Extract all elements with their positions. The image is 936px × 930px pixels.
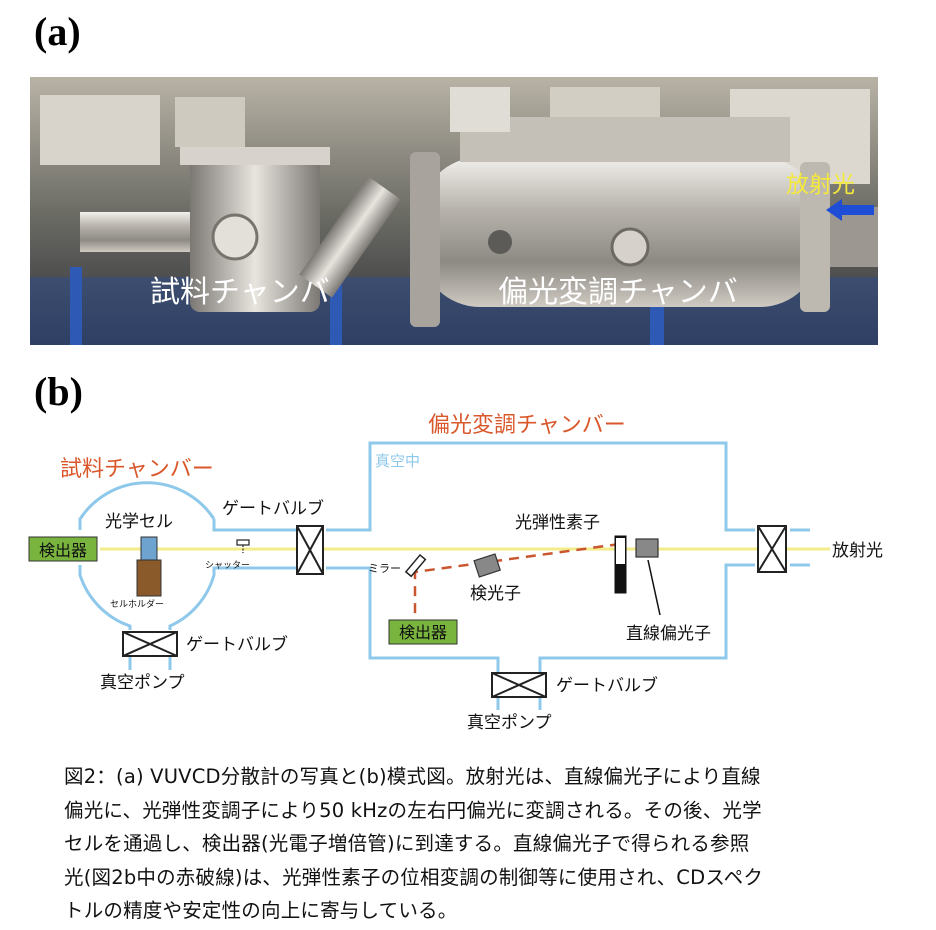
panel-a-label: (a) (34, 9, 81, 54)
optical-cell-label: 光学セル (105, 512, 173, 532)
detector-left-box (28, 536, 98, 562)
gate-valve-bottom-right-label: ゲートバルブ (556, 675, 658, 696)
blue-frame (70, 267, 82, 345)
viewport (488, 230, 512, 254)
cell-holder (136, 559, 162, 597)
gate-valve-top-label: ゲートバルブ (222, 498, 324, 519)
photoelastic-element (614, 535, 627, 594)
top-cap (450, 87, 510, 132)
equipment-rack (175, 97, 245, 147)
analyzer-label: 検光子 (470, 584, 521, 604)
cell-holder-label: セルホルダー (110, 598, 164, 610)
arrow-shaft (840, 205, 874, 215)
caption-line: 図2：(a) VUVCD分散計の写真と(b)模式図。放射光は、直線偏光子により直… (64, 765, 761, 788)
detector-lower-box (388, 619, 458, 645)
caption-line: セルを通過し、検出器(光電子増倍管)に到達する。直線偏光子で得られる参照 (64, 832, 750, 855)
arrow-head (826, 199, 842, 221)
gate-valve-right-main (757, 525, 787, 573)
polarizer-pointer (647, 559, 661, 616)
linear-polarizer-element (635, 538, 659, 558)
sample-chamber-outline (78, 481, 296, 630)
caption-line: 偏光に、光弾性変調子により50 kHzの左右円偏光に変調される。その後、光学 (64, 798, 762, 822)
apparatus-photo: 試料チャンバ 偏光変調チャンバ 放射光 (30, 77, 878, 345)
photoelastic-element-window (616, 538, 625, 564)
gate-valve-bottom-left (122, 631, 178, 657)
synchrotron-light-label: 放射光 (832, 541, 883, 561)
gate-valve-bottom-left-label: ゲートバルブ (186, 634, 288, 655)
figure-caption: 図2：(a) VUVCD分散計の写真と(b)模式図。放射光は、直線偏光子により直… (64, 760, 884, 928)
schematic-diagram: 検出器 検出器 試料チャンバー 偏光変調チャンバー 真空中 光学セル セルホルダ… (28, 413, 883, 733)
reference-beam (413, 542, 621, 620)
vacuum-pump-right-label: 真空ポンプ (467, 713, 552, 733)
detector-left-label: 検出器 (39, 541, 87, 560)
caption-line: 光(図2b中の赤破線)は、光弾性素子の位相変調の制御等に使用され、CDスペク (64, 865, 764, 889)
optical-cell-window (140, 536, 158, 561)
side-arm (80, 212, 190, 252)
gate-valve-left-main (296, 525, 324, 575)
photoelastic-element-label: 光弾性素子 (515, 513, 600, 533)
photo-label-synchrotron: 放射光 (786, 172, 855, 198)
vacuum-label: 真空中 (375, 452, 420, 470)
modulation-chamber-title: 偏光変調チャンバー (428, 413, 626, 438)
detector-lower-label: 検出器 (399, 623, 447, 642)
mirror-label: ミラー (368, 562, 401, 575)
sample-chamber-port (211, 213, 259, 261)
modulation-chamber-flange-right (800, 162, 830, 312)
vacuum-pump-left-label: 真空ポンプ (100, 673, 185, 693)
top-flanges (460, 117, 790, 162)
analyzer-element (473, 553, 501, 578)
gate-valve-bottom-right (491, 672, 547, 698)
photo-label-modulation-chamber: 偏光変調チャンバ (498, 275, 738, 310)
linear-polarizer-label: 直線偏光子 (626, 624, 711, 644)
shutter (236, 539, 250, 553)
sample-chamber-flange (180, 147, 330, 165)
panel-b-label: (b) (34, 369, 83, 414)
caption-line: トルの精度や安定性の向上に寄与している。 (64, 899, 458, 922)
viewport (610, 227, 650, 267)
equipment-rack (40, 95, 160, 165)
modulation-chamber-flange-left (410, 152, 440, 327)
photo-label-sample-chamber: 試料チャンバ (150, 275, 330, 310)
modulation-chamber-outline (326, 441, 755, 672)
valve-arm (299, 176, 401, 298)
sample-chamber-title: 試料チャンバー (60, 457, 214, 482)
mirror (404, 553, 427, 578)
shutter-label: シャッター (205, 560, 250, 571)
